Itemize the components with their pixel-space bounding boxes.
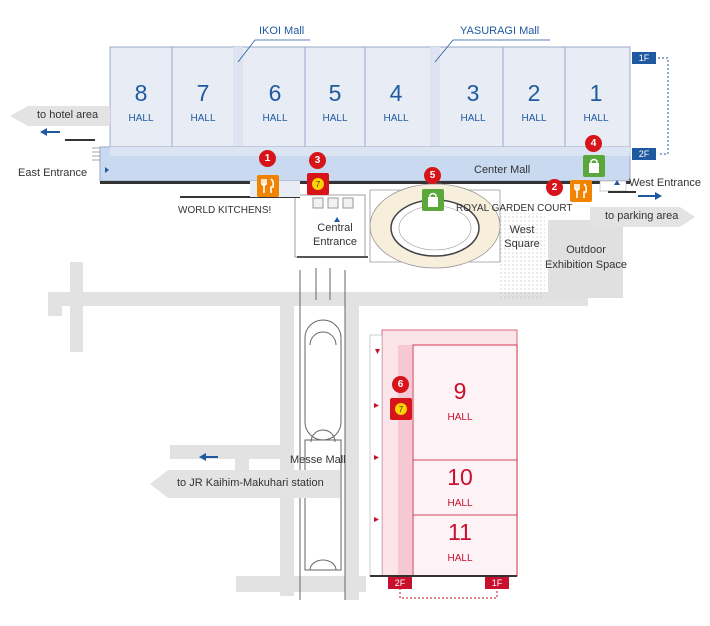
hall-6-label: HALL [262, 113, 288, 124]
atm-icon[interactable]: 7 [390, 398, 412, 420]
south-halls-block [369, 329, 518, 577]
marker-6-badge[interactable]: 6 [392, 376, 409, 393]
atm-icon[interactable]: 7 [307, 173, 329, 195]
svg-text:7: 7 [316, 180, 321, 189]
west-square-label-line2: Square [504, 238, 540, 250]
hall-7-number: 7 [196, 80, 210, 106]
hall-11-number: 11 [448, 519, 472, 545]
hall-3-number: 3 [466, 80, 480, 106]
ikoi-mall-label: IKOI Mall [259, 25, 305, 37]
svg-text:7: 7 [399, 405, 404, 414]
royal-garden-court-label: ROYAL GARDEN COURT [456, 203, 573, 214]
marker-2-badge[interactable]: 2 [546, 179, 563, 196]
restaurant-icon[interactable] [570, 180, 592, 202]
hall-5-label: HALL [322, 113, 348, 124]
hall-2-number: 2 [527, 80, 541, 106]
road-network [48, 262, 588, 600]
east-entrance-label: East Entrance [18, 167, 88, 179]
floor-2f-indicator[interactable]: 2F [632, 148, 656, 160]
hall-1-number: 1 [589, 80, 603, 106]
hall-2-label: HALL [521, 113, 547, 124]
to-jr-station-label: to JR Kaihim-Makuhari station [177, 477, 324, 489]
marker-3-badge[interactable]: 3 [309, 152, 326, 169]
floor-1f-indicator-south[interactable]: 1F [485, 577, 509, 589]
hall-9-label: HALL [447, 412, 473, 423]
walkway [299, 268, 346, 600]
west-square-area [500, 213, 545, 298]
hall-10-label: HALL [447, 498, 473, 509]
yasuragi-mall-label: YASURAGI Mall [460, 25, 540, 37]
restaurant-icon[interactable] [257, 175, 279, 197]
hall-7-label: HALL [190, 113, 216, 124]
royal-garden-court [369, 183, 501, 269]
hall-4-label: HALL [383, 113, 409, 124]
messe-mall-label: Messe Mall [290, 454, 346, 466]
outdoor-exhibition-label-line1: Outdoor [566, 244, 606, 256]
upper-halls-block [99, 46, 631, 192]
hall-3-label: HALL [460, 113, 486, 124]
east-entrance-steps [92, 147, 100, 161]
shopping-bag-icon[interactable] [422, 189, 444, 211]
world-kitchens-label: WORLD KITCHENS! [178, 205, 272, 216]
hall-6-number: 6 [268, 80, 282, 106]
central-entrance-label-line2: Entrance [312, 236, 358, 248]
hall-4-number: 4 [389, 80, 403, 106]
marker-5-badge[interactable]: 5 [424, 167, 441, 184]
to-hotel-area-label: to hotel area [37, 109, 99, 121]
hall-8-number: 8 [134, 80, 148, 106]
west-square-label-line1: West [509, 224, 535, 236]
hall-5-number: 5 [328, 80, 342, 106]
hall-1-label: HALL [583, 113, 609, 124]
hall-10-number: 10 [447, 464, 473, 490]
outdoor-exhibition-label-line2: Exhibition Space [545, 259, 627, 271]
shopping-bag-icon[interactable] [583, 155, 605, 177]
outdoor-exhibition-area [548, 220, 623, 298]
floor-2f-indicator-south[interactable]: 2F [388, 577, 412, 589]
central-entrance-label-line1: Central [317, 222, 353, 234]
hall-8-label: HALL [128, 113, 154, 124]
marker-1-badge[interactable]: 1 [259, 150, 276, 167]
center-mall-label: Center Mall [474, 164, 531, 176]
hall-11-label: HALL [447, 553, 473, 564]
direction-arrows [10, 106, 695, 498]
west-entrance-label: West Entrance [629, 177, 701, 189]
to-parking-area-label: to parking area [605, 210, 679, 222]
hall-9-number: 9 [453, 378, 467, 404]
marker-4-badge[interactable]: 4 [585, 135, 602, 152]
floor-1f-indicator[interactable]: 1F [632, 52, 656, 64]
